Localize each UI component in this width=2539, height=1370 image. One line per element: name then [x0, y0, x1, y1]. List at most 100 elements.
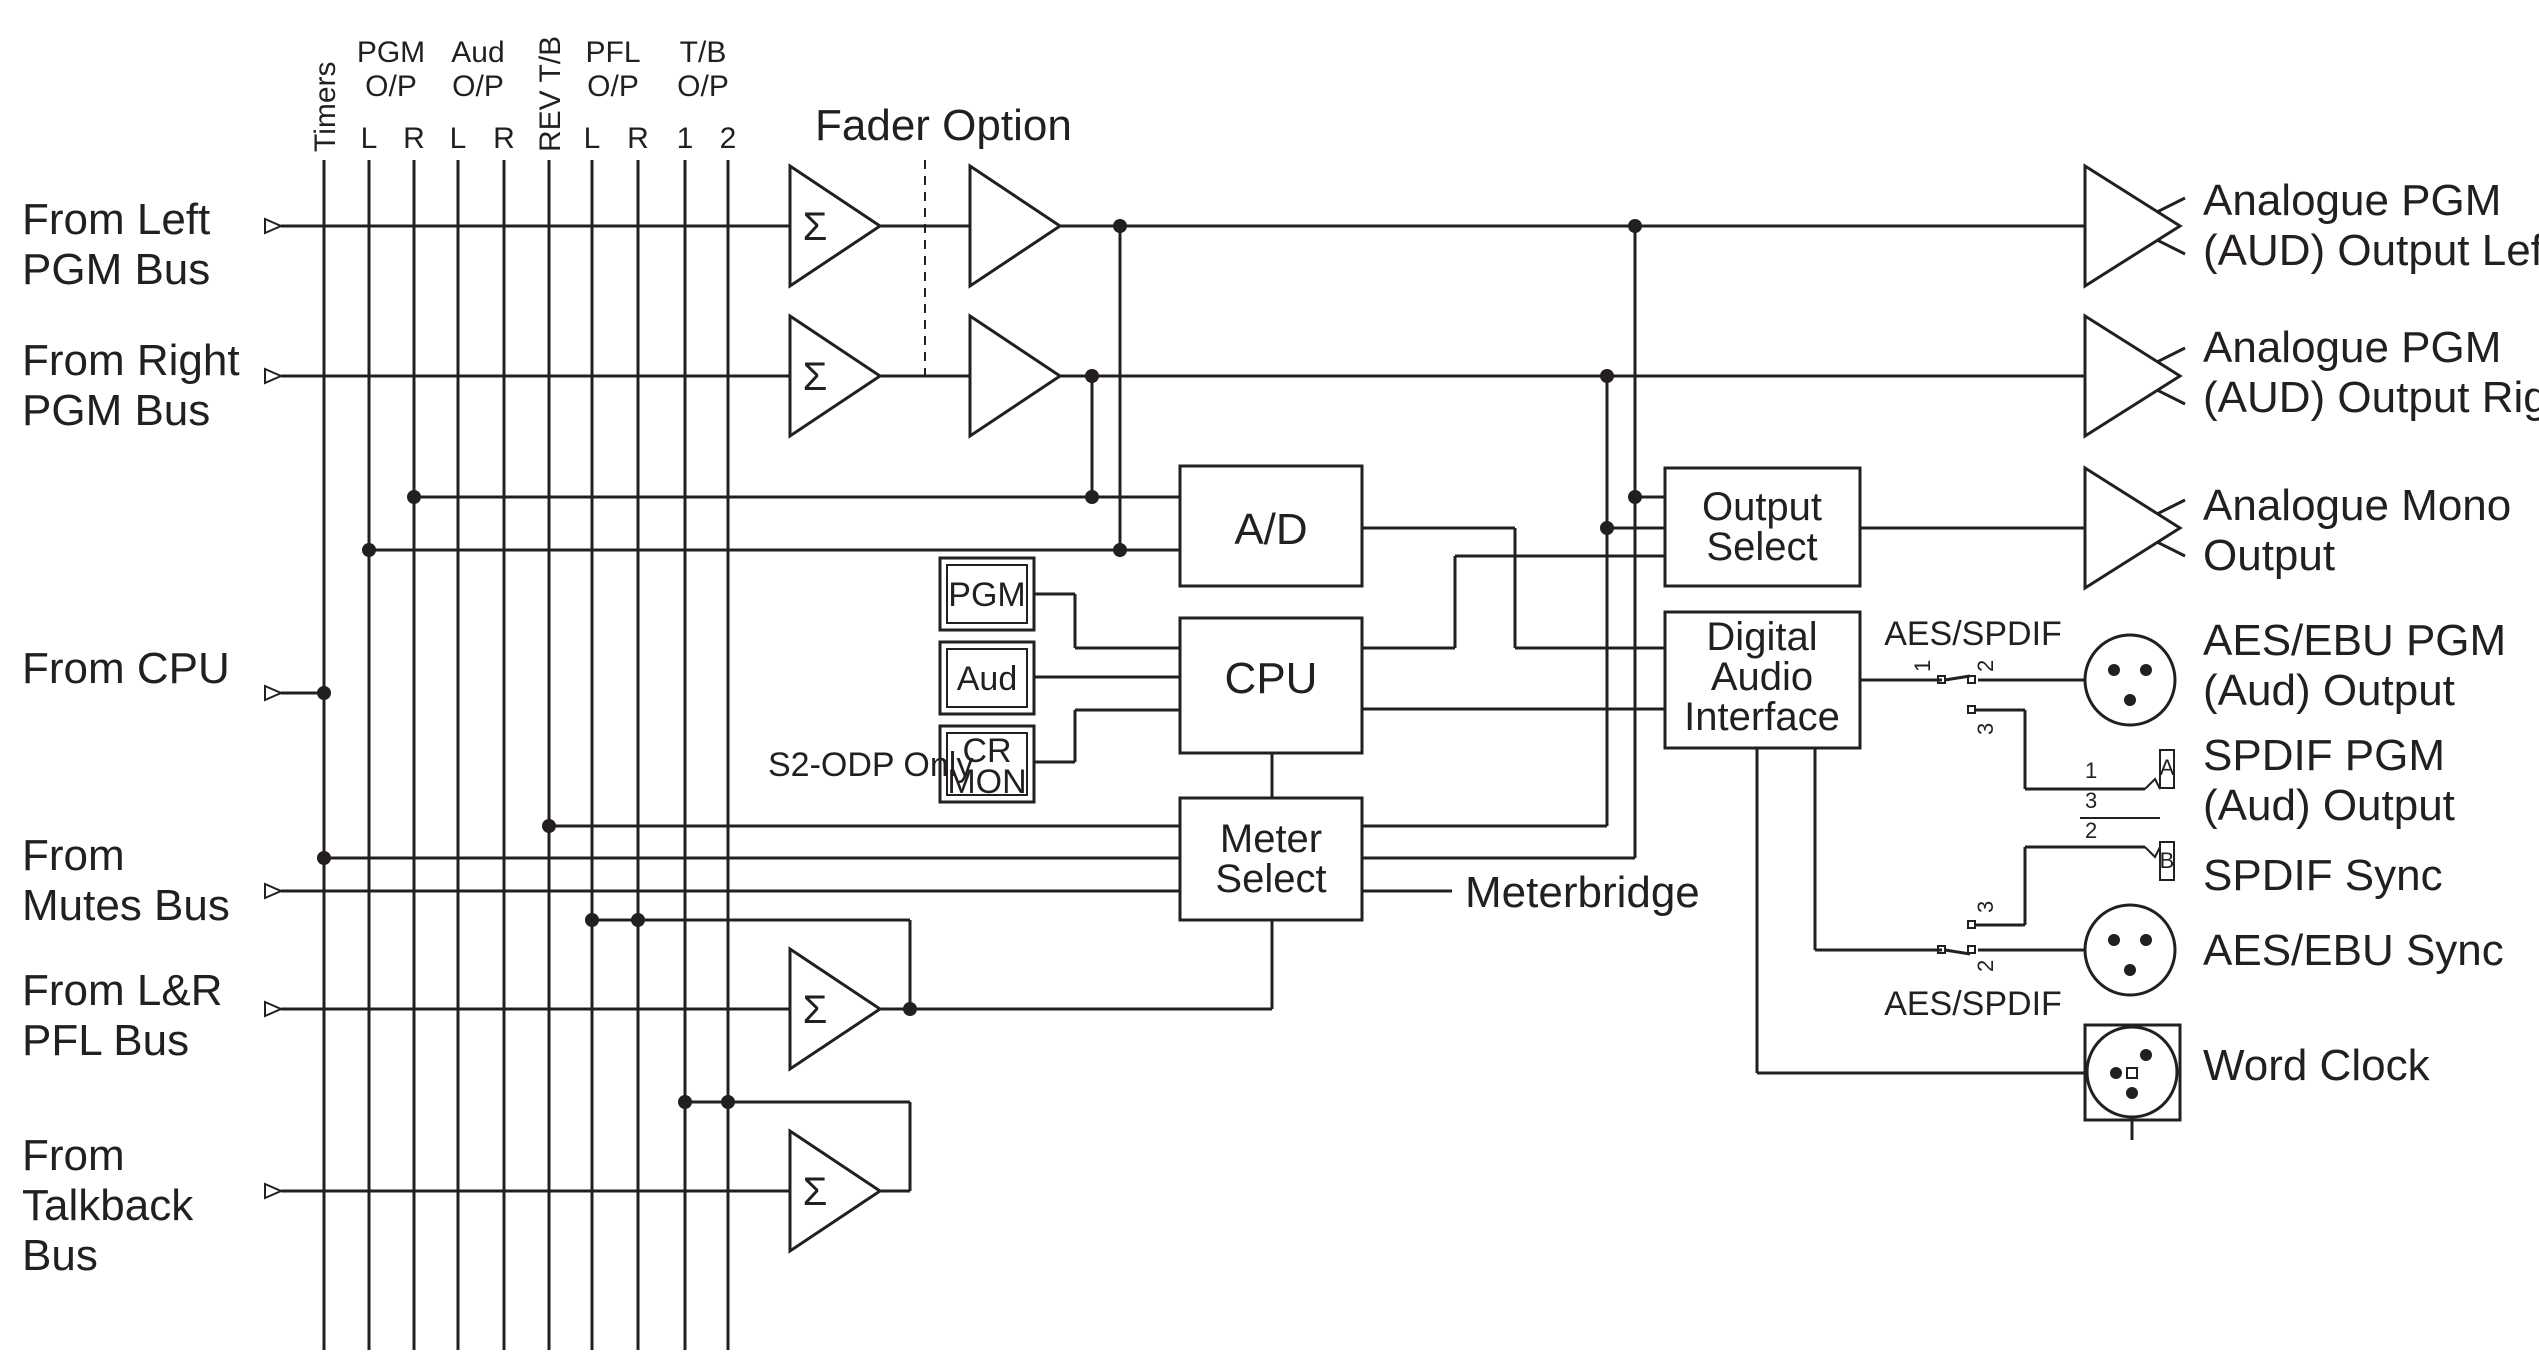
input-mutes-line1: From	[22, 831, 125, 880]
spdif-label-a: A	[2160, 755, 2175, 780]
output-word-clock: Word Clock	[2203, 1041, 2431, 1090]
output-aes-pgm-line1: AES/EBU PGM	[2203, 616, 2506, 665]
aes-spdif-bottom-label: AES/SPDIF	[1884, 985, 2062, 1023]
summer-right-pgm	[788, 313, 883, 439]
bus-label-timers: Timers	[309, 61, 342, 152]
input-arrow-mutes	[264, 882, 284, 900]
pin-bottom-3: 3	[1973, 901, 1998, 913]
input-arrow-talkback	[264, 1182, 284, 1200]
block-dai-line1: Digital	[1706, 615, 1817, 659]
spdif-connector-b	[2159, 841, 2175, 881]
sigma-left: Σ	[803, 205, 828, 249]
block-cpu	[1178, 616, 1364, 755]
bus-label-pgm-r: R	[403, 122, 425, 155]
block-output-line2: Select	[1706, 525, 1817, 569]
bus-label-aud-r: R	[493, 122, 515, 155]
bus-label-pgm-bottom: O/P	[365, 70, 417, 103]
spdif-label-b: B	[2160, 848, 2175, 873]
bus-label-rev-tb: REV T/B	[534, 36, 567, 152]
pin-bottom-2: 2	[1973, 960, 1998, 972]
output-mono-line1: Analogue Mono	[2203, 481, 2511, 530]
bus-lines	[322, 160, 730, 1350]
block-output-select	[1663, 466, 1862, 588]
bus-label-tb-1: 1	[677, 122, 694, 155]
junction-dots	[317, 219, 1642, 1109]
block-meter-line1: Meter	[1220, 817, 1322, 861]
output-right-line2: (AUD) Output Right	[2203, 373, 2539, 422]
spdif-connector-a	[2159, 749, 2175, 789]
aes-spdif-switches: AES/SPDIF AES/SPDIF 1 2 3 3 2 1 3 2 A B	[1884, 615, 2175, 1023]
input-arrow-pfl	[264, 1000, 284, 1018]
input-talkback-line2: Talkback	[22, 1181, 194, 1230]
output-amp-right	[2083, 313, 2183, 439]
block-digital-audio-interface	[1663, 610, 1862, 750]
s2-odp-note: S2-ODP Only	[768, 746, 973, 784]
cpu-buttons: PGM Aud CR MON S2-ODP Only	[768, 556, 1036, 804]
bus-label-aud-bottom: O/P	[452, 70, 504, 103]
spdif-pin-1: 1	[2085, 758, 2097, 783]
bus-label-tb-bottom: O/P	[677, 70, 729, 103]
summer-talkback	[788, 1128, 883, 1254]
input-left-pgm-line1: From Left	[22, 195, 210, 244]
spdif-pin-3: 3	[2085, 788, 2097, 813]
bus-label-aud-top: Aud	[451, 36, 504, 69]
output-right-line1: Analogue PGM	[2203, 323, 2501, 372]
output-labels: Analogue PGM (AUD) Output Left Analogue …	[2203, 176, 2539, 1090]
input-pfl-line2: PFL Bus	[22, 1016, 189, 1065]
input-right-pgm-line2: PGM Bus	[22, 386, 210, 435]
output-spdif-pgm-line1: SPDIF PGM	[2203, 731, 2445, 780]
button-pgm-label: PGM	[948, 576, 1025, 614]
block-cpu-label: CPU	[1225, 654, 1318, 703]
output-spdif-sync: SPDIF Sync	[2203, 851, 2443, 900]
meterbridge-label: Meterbridge	[1465, 868, 1700, 917]
button-pgm	[938, 556, 1036, 632]
block-output-line1: Output	[1702, 485, 1822, 529]
bus-label-tb-2: 2	[720, 122, 737, 155]
button-crmon-line1: CR	[962, 732, 1011, 770]
amp-right-pgm	[968, 313, 1063, 439]
input-talkback-line1: From	[22, 1131, 125, 1180]
input-mutes-line2: Mutes Bus	[22, 881, 230, 930]
bus-label-pfl-bottom: O/P	[587, 70, 639, 103]
amp-left-pgm	[968, 163, 1063, 289]
block-meter-select	[1178, 796, 1364, 922]
summer-pfl	[788, 946, 883, 1072]
aes-spdif-top-label: AES/SPDIF	[1884, 615, 2062, 653]
output-amp-mono	[2083, 465, 2183, 591]
input-right-pgm-line1: From Right	[22, 336, 240, 385]
signal-lines	[281, 160, 2160, 1193]
xlr-aes-ebu-pgm	[2083, 633, 2177, 727]
sigma-pfl: Σ	[803, 988, 828, 1032]
output-amp-left	[2083, 163, 2183, 289]
bus-label-pgm-l: L	[361, 122, 378, 155]
button-aud	[938, 640, 1036, 716]
button-aud-label: Aud	[957, 660, 1018, 698]
output-aes-sync: AES/EBU Sync	[2203, 926, 2504, 975]
button-crmon-line2: MON	[947, 763, 1026, 801]
button-cr-mon	[938, 724, 1036, 804]
xlr-aes-ebu-sync	[2083, 903, 2177, 997]
input-talkback-line3: Bus	[22, 1231, 98, 1280]
bus-label-pfl-r: R	[627, 122, 649, 155]
pin-top-1: 1	[1910, 660, 1935, 672]
pin-top-3: 3	[1973, 723, 1998, 735]
bus-headers: Timers PGM O/P Aud O/P REV T/B PFL O/P T…	[309, 36, 736, 155]
summer-left-pgm	[788, 163, 883, 289]
input-arrows	[264, 217, 284, 1200]
output-mono-line2: Output	[2203, 531, 2335, 580]
output-left-line1: Analogue PGM	[2203, 176, 2501, 225]
input-cpu-line1: From CPU	[22, 644, 230, 693]
input-left-pgm-line2: PGM Bus	[22, 245, 210, 294]
output-left-line2: (AUD) Output Left	[2203, 226, 2539, 275]
spdif-pin-2: 2	[2085, 818, 2097, 843]
amplifiers: Σ Σ Σ Σ	[788, 163, 2186, 1254]
block-ad-label: A/D	[1234, 505, 1307, 554]
bus-label-pfl-top: PFL	[585, 36, 640, 69]
input-pfl-line1: From L&R	[22, 966, 222, 1015]
xlr-connectors	[2083, 633, 2182, 1140]
output-aes-pgm-line2: (Aud) Output	[2203, 666, 2455, 715]
input-labels: From Left PGM Bus From Right PGM Bus Fro…	[22, 195, 240, 1280]
input-arrow-left-pgm	[264, 217, 284, 235]
fader-option-label: Fader Option	[815, 101, 1072, 150]
